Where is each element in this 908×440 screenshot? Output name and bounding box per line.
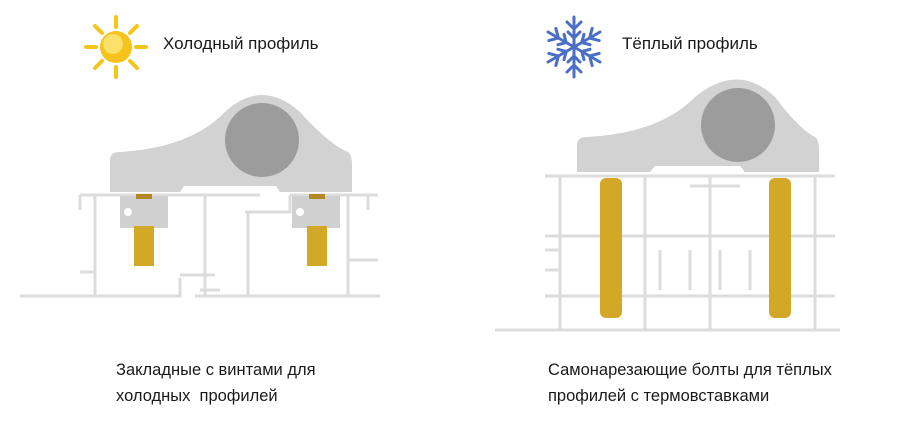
cold-caption-line2: холодных профилей — [116, 387, 278, 405]
pipe-left — [225, 103, 299, 177]
cold-profile-title: Холодный профиль — [163, 34, 319, 53]
pipe-right — [701, 88, 775, 162]
bolt-right-1 — [600, 178, 622, 318]
snowflake-icon — [543, 15, 605, 79]
warm-profile-drawing — [495, 79, 840, 332]
sun-icon — [84, 15, 148, 79]
cold-profile-drawing — [20, 95, 380, 298]
bolt-right-2 — [769, 178, 791, 318]
warm-profile-title: Тёплый профиль — [622, 34, 758, 53]
cold-caption-line1: Закладные с винтами для — [116, 361, 316, 379]
screw-left-1 — [134, 226, 154, 266]
warm-caption-line1: Самонарезающие болты для тёплых — [548, 361, 832, 379]
cold-profile-caption: Закладные с винтами для холодных профиле… — [116, 357, 316, 409]
screw-left-2 — [307, 226, 327, 266]
warm-profile-caption: Самонарезающие болты для тёплых профилей… — [548, 357, 832, 409]
warm-caption-line2: профилей с термовставками — [548, 387, 770, 405]
